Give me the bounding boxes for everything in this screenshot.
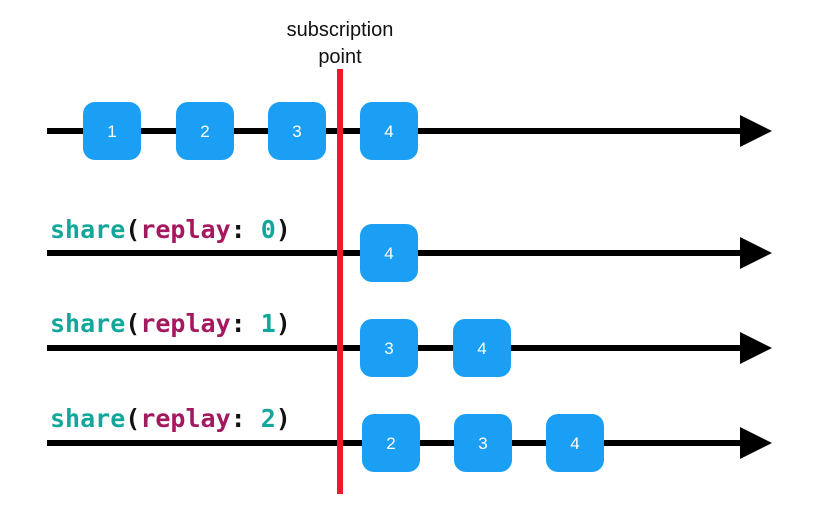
marble-value: 3 [478,434,487,453]
marble-shape [362,414,420,472]
timeline-source-marble: 2 [176,102,234,160]
operator-open: ( [125,215,140,244]
marble-shape [83,102,141,160]
operator-func: share [50,215,125,244]
timeline-replay-2-marble: 2 [362,414,420,472]
timeline-replay-2-marble: 4 [546,414,604,472]
timeline-replay-2-marble: 3 [454,414,512,472]
operator-open: ( [125,309,140,338]
timeline-replay-0-operator-label: share(replay:0) [50,215,291,244]
marble-shape [268,102,326,160]
marble-shape [453,319,511,377]
operator-param: replay [140,404,230,433]
timeline-replay-1-marble: 4 [453,319,511,377]
marbles-group: 1 2 3 4 4 3 4 2 3 4 [83,102,604,472]
marble-value: 3 [384,339,393,358]
marble-value: 3 [292,122,301,141]
operator-value: 2 [261,404,276,433]
timeline-replay-2-arrowhead [740,427,772,459]
operator-close: ) [276,309,291,338]
marble-value: 4 [477,339,486,358]
marble-value: 2 [200,122,209,141]
marble-shape [546,414,604,472]
marble-value: 2 [386,434,395,453]
timeline-replay-0-arrowhead [740,237,772,269]
marble-shape [360,319,418,377]
marble-value: 4 [384,244,393,263]
timeline-replay-1-arrowhead [740,332,772,364]
operator-colon: : [231,309,246,338]
marble-value: 1 [107,122,116,141]
operator-param: replay [140,309,230,338]
operator-func: share [50,309,125,338]
timeline-source-arrowhead [740,115,772,147]
timeline-replay-1-operator-label: share(replay:1) [50,309,291,338]
operator-colon: : [231,215,246,244]
operator-open: ( [125,404,140,433]
timeline-source-marble: 4 [360,102,418,160]
operator-close: ) [276,215,291,244]
marble-shape [360,224,418,282]
marble-value: 4 [570,434,579,453]
operator-colon: : [231,404,246,433]
timeline-source-marble: 1 [83,102,141,160]
marble-shape [454,414,512,472]
operator-value: 0 [261,215,276,244]
operator-param: replay [140,215,230,244]
timeline-replay-2-operator-label: share(replay:2) [50,404,291,433]
operator-close: ) [276,404,291,433]
timeline-source-marble: 3 [268,102,326,160]
operator-func: share [50,404,125,433]
subscription-label-line2: point [318,46,362,68]
marble-shape [176,102,234,160]
marble-value: 4 [384,122,393,141]
timeline-replay-1-marble: 3 [360,319,418,377]
operator-value: 1 [261,309,276,338]
timeline-replay-0-marble: 4 [360,224,418,282]
marble-shape [360,102,418,160]
subscription-label-line1: subscription [287,19,394,41]
timelines-group: share(replay:0)share(replay:1)share(repl… [47,115,772,459]
